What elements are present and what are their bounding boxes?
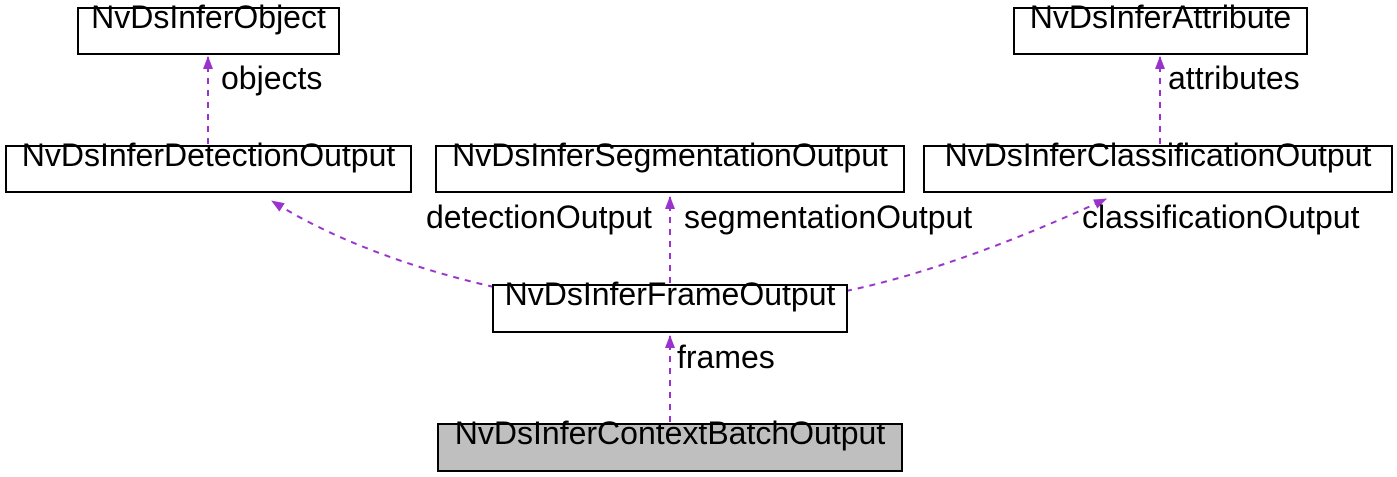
edge-classification-output [845,198,1107,292]
edge-label-objects: objects [221,60,323,96]
node-nvdsinferobject[interactable]: NvDsInferObject [77,0,340,55]
node-nvdsinfercontextbatchoutput-current[interactable]: NvDsInferContextBatchOutput [437,415,903,472]
node-label: NvDsInferSegmentationOutput [452,137,888,173]
node-label: NvDsInferFrameOutput [504,276,836,312]
edge-label-classification-output: classificationOutput [1082,199,1360,235]
node-nvdsinfersegmentationoutput[interactable]: NvDsInferSegmentationOutput [435,137,905,193]
edge-label-frames: frames [677,339,775,375]
node-nvdsinferdetectionoutput[interactable]: NvDsInferDetectionOutput [5,137,412,193]
node-label: NvDsInferObject [91,0,326,35]
node-label: NvDsInferAttribute [1029,0,1292,35]
edge-label-attributes: attributes [1168,60,1300,96]
node-nvdsinferattribute[interactable]: NvDsInferAttribute [1013,0,1308,55]
node-label: NvDsInferClassificationOutput [944,137,1372,173]
node-label: NvDsInferDetectionOutput [21,137,396,173]
node-nvdsinferframeoutput[interactable]: NvDsInferFrameOutput [492,276,848,333]
node-label: NvDsInferContextBatchOutput [454,415,886,451]
edge-label-detection-output: detectionOutput [426,199,652,235]
edge-label-segmentation-output: segmentationOutput [684,199,973,235]
node-nvdsinferclassificationoutput[interactable]: NvDsInferClassificationOutput [923,137,1393,193]
